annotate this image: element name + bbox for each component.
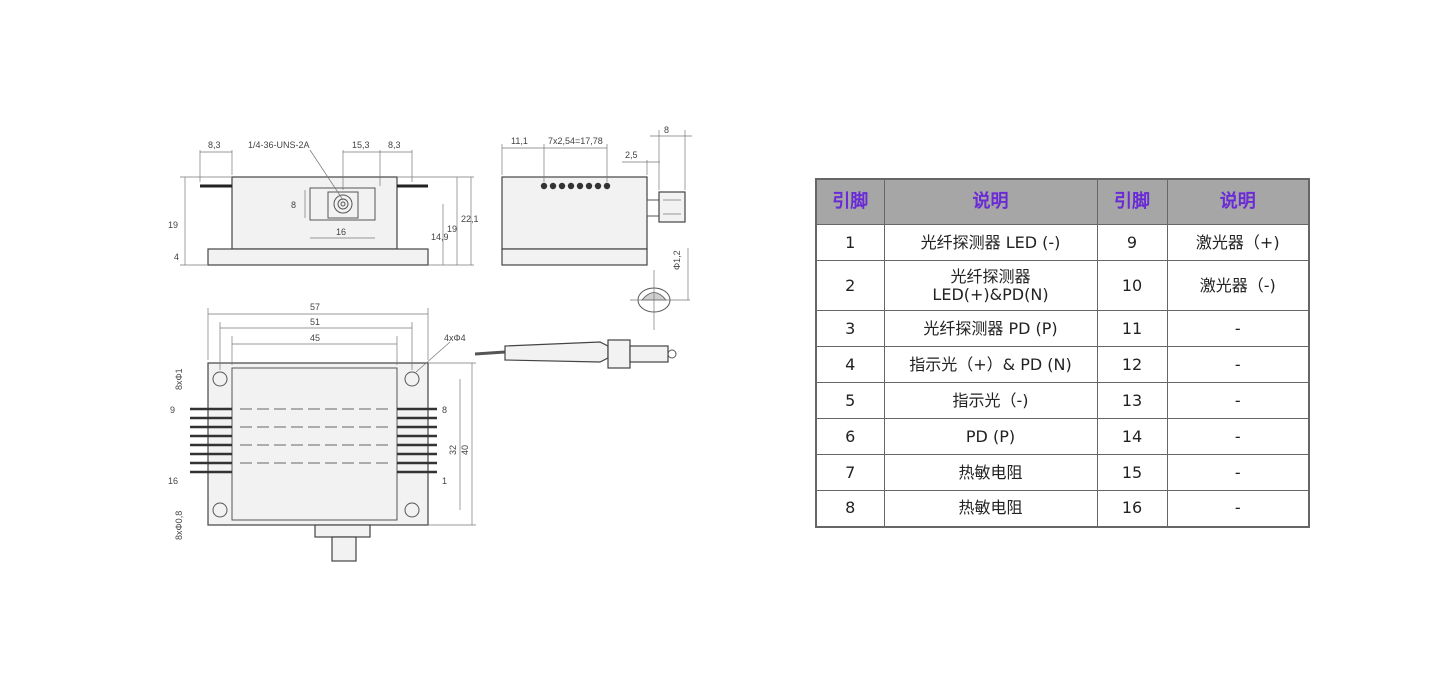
table-row: 3 光纤探测器 PD (P) 11 - — [815, 310, 1310, 347]
pin-number: 7 — [815, 454, 885, 491]
dim-label: 32 — [448, 445, 458, 455]
pin-label: 1 — [442, 476, 447, 486]
pin-description: 光纤探测器 PD (P) — [883, 310, 1098, 347]
pin-description: 光纤探测器 LED (-) — [883, 224, 1098, 261]
pin-description: 热敏电阻 — [883, 490, 1098, 527]
dim-label: 8xΦ1 — [174, 368, 184, 390]
header-pin: 引脚 — [815, 178, 885, 225]
table-row: 7 热敏电阻 15 - — [815, 454, 1310, 491]
lead-pins-left — [190, 407, 232, 474]
pin-number: 4 — [815, 346, 885, 383]
dim-label: 45 — [310, 333, 320, 343]
pin-label: 16 — [168, 476, 178, 486]
pin-description: 指示光（+）& PD (N) — [883, 346, 1098, 383]
thread-label: 1/4-36-UNS-2A — [248, 140, 310, 150]
dim-label: 2,5 — [625, 150, 638, 160]
pin-number: 3 — [815, 310, 885, 347]
table-row: 6 PD (P) 14 - — [815, 418, 1310, 455]
dim-label: 8,3 — [208, 140, 221, 150]
table-row: 4 指示光（+）& PD (N) 12 - — [815, 346, 1310, 383]
pin-row-icon — [540, 182, 611, 190]
pin-description: 激光器（+) — [1166, 224, 1310, 261]
dim-label: 4 — [174, 252, 179, 262]
side-base — [501, 248, 648, 266]
dim-label: 4xΦ4 — [444, 333, 466, 343]
pin-definition-table: 引脚 说明 引脚 说明 1 光纤探测器 LED (-) 9 激光器（+) 2 光… — [815, 178, 1310, 528]
dim-label: 8xΦ0,8 — [174, 511, 184, 540]
front-elevation-view: 8,3 1/4-36-UNS-2A 15,3 8,3 8 16 19 4 14,… — [168, 140, 479, 266]
dim-label: 22,1 — [461, 214, 479, 224]
optical-window — [309, 187, 376, 221]
dim-label: 51 — [310, 317, 320, 327]
pin-number: 11 — [1096, 310, 1168, 347]
dim-label: 40 — [460, 445, 470, 455]
pin-description: - — [1166, 418, 1310, 455]
plan-body — [207, 362, 429, 526]
side-body — [501, 176, 648, 250]
pin-description: - — [1166, 382, 1310, 419]
module-base — [207, 248, 429, 266]
mount-hole-icon — [404, 371, 420, 387]
pin-number: 13 — [1096, 382, 1168, 419]
pin-number: 12 — [1096, 346, 1168, 383]
dim-label: 14,9 — [431, 232, 449, 242]
pin-description: 热敏电阻 — [883, 454, 1098, 491]
pin-label: 9 — [170, 405, 175, 415]
pin-description: - — [1166, 490, 1310, 527]
header-description: 说明 — [1166, 178, 1310, 225]
pin-number: 10 — [1096, 260, 1168, 311]
mount-hole-icon — [212, 371, 228, 387]
pin-number: 14 — [1096, 418, 1168, 455]
dim-label: 7x2,54=17,78 — [548, 136, 603, 146]
pin-description: 指示光（-) — [883, 382, 1098, 419]
pin-number: 2 — [815, 260, 885, 311]
pin-number: 1 — [815, 224, 885, 261]
table-row: 2 光纤探测器 LED(+)&PD(N) 10 激光器（-) — [815, 260, 1310, 311]
dim-label: 8 — [291, 200, 296, 210]
internal-traces — [240, 408, 390, 464]
table-row: 5 指示光（-) 13 - — [815, 382, 1310, 419]
header-description: 说明 — [883, 178, 1098, 225]
dim-label: 8,3 — [388, 140, 401, 150]
plan-view: 57 51 45 4xΦ4 8xΦ1 8xΦ0,8 9 16 8 1 32 40 — [168, 302, 677, 562]
dim-label: 19 — [447, 224, 457, 234]
pin-description: PD (P) — [883, 418, 1098, 455]
mount-hole-icon — [212, 502, 228, 518]
table-row: 1 光纤探测器 LED (-) 9 激光器（+) — [815, 224, 1310, 261]
pin-number: 8 — [815, 490, 885, 527]
pin-description: - — [1166, 454, 1310, 491]
header-pin: 引脚 — [1096, 178, 1168, 225]
bottom-connector — [331, 536, 357, 562]
dim-label: Φ1,2 — [672, 250, 682, 270]
lead-pins-right — [397, 407, 437, 474]
dim-label: 16 — [336, 227, 346, 237]
dim-label: 8 — [664, 125, 669, 135]
pin-number: 9 — [1096, 224, 1168, 261]
pin-number: 6 — [815, 418, 885, 455]
dim-label: 19 — [168, 220, 178, 230]
pin-number: 15 — [1096, 454, 1168, 491]
table-header-row: 引脚 说明 引脚 说明 — [815, 178, 1310, 225]
fiber-pigtail — [474, 339, 677, 369]
table-row: 8 热敏电阻 16 - — [815, 490, 1310, 527]
pin-label: 8 — [442, 405, 447, 415]
module-body — [231, 176, 398, 250]
pin-description: - — [1166, 310, 1310, 347]
pin-description: 光纤探测器 LED(+)&PD(N) — [883, 260, 1098, 311]
dim-label: 15,3 — [352, 140, 370, 150]
fiber-connector — [658, 191, 686, 223]
mount-hole-icon — [404, 502, 420, 518]
package-outline-drawing: 8,3 1/4-36-UNS-2A 15,3 8,3 8 16 19 4 14,… — [168, 125, 692, 562]
dim-label: 11,1 — [511, 136, 528, 146]
fiber-port-icon — [333, 194, 353, 214]
pin-number: 16 — [1096, 490, 1168, 527]
pin-number: 5 — [815, 382, 885, 419]
side-elevation-view: 11,1 7x2,54=17,78 2,5 8 Φ1,2 — [501, 125, 692, 330]
pin-description: 激光器（-) — [1166, 260, 1310, 311]
pin-description: - — [1166, 346, 1310, 383]
dim-label: 57 — [310, 302, 320, 312]
